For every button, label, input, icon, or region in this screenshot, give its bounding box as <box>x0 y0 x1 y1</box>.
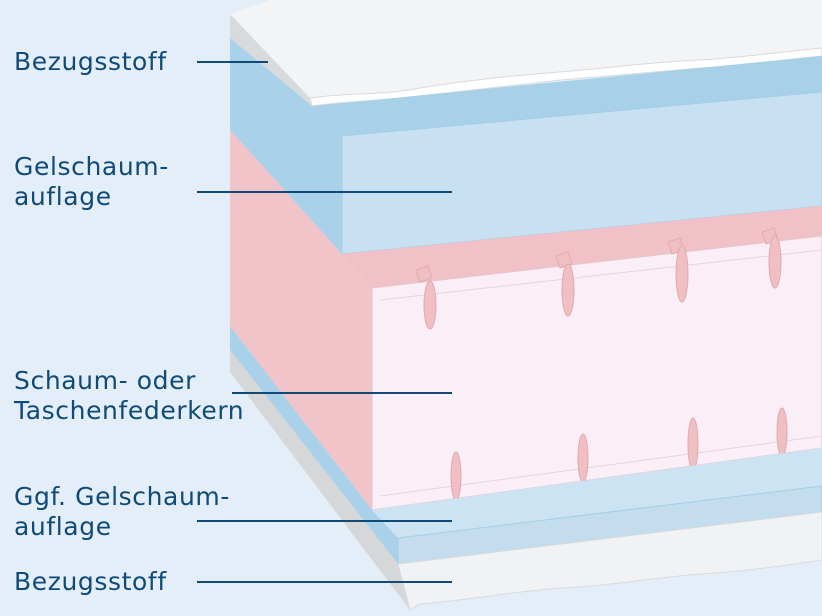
label-top-gel-line-1: Gelschaum- <box>14 152 169 181</box>
label-core-line-1: Schaum- oder <box>14 366 196 395</box>
label-bottom-cover: Bezugsstoff <box>14 567 167 597</box>
label-core-line-2: Taschenfederkern <box>14 396 245 425</box>
leader-lines <box>197 61 452 583</box>
top-cover-layer <box>230 0 822 107</box>
label-top-gel-line-2: auflage <box>14 182 112 211</box>
label-bottom-cover-text: Bezugsstoff <box>14 567 167 596</box>
label-top-cover: Bezugsstoff <box>14 47 167 77</box>
core-layer <box>230 130 822 511</box>
bottom-gel-layer <box>230 326 822 565</box>
label-core: Schaum- oder Taschenfederkern <box>14 366 244 426</box>
bottom-cover-layer <box>230 350 822 611</box>
core-springs <box>415 227 788 501</box>
label-top-gel: Gelschaum- auflage <box>14 152 169 212</box>
label-bottom-gel: Ggf. Gelschaum- auflage <box>14 482 230 542</box>
top-gel-layer <box>230 38 822 255</box>
label-bottom-gel-line-1: Ggf. Gelschaum- <box>14 482 230 511</box>
label-bottom-gel-line-2: auflage <box>14 512 112 541</box>
label-top-cover-text: Bezugsstoff <box>14 47 167 76</box>
